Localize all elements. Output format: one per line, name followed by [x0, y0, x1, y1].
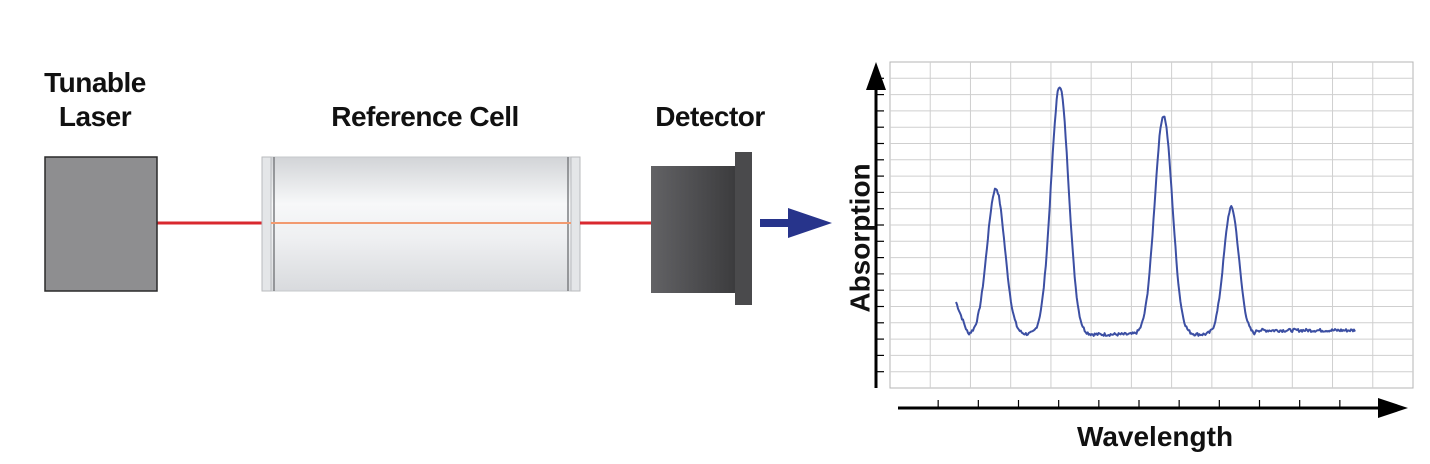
tunable-laser-label-line2: Laser [58, 101, 132, 132]
signal-arrow-head [788, 208, 832, 238]
tunable-laser [44, 156, 158, 292]
detector [651, 152, 752, 305]
plot-grid [890, 62, 1413, 388]
reference-cell [261, 156, 581, 292]
detector-plate [735, 152, 752, 305]
tunable-laser-label-line1: Tunable [44, 67, 146, 98]
x-axis-arrowhead [1378, 398, 1408, 418]
y-axis-label: Absorption [844, 163, 875, 312]
absorption-spectrum-line [955, 86, 1356, 337]
spectrum-plot: Absorption Wavelength [844, 61, 1414, 452]
reference-cell-right-window [570, 156, 581, 292]
detector-body [651, 166, 735, 293]
x-axis-label: Wavelength [1077, 421, 1233, 452]
signal-arrow [760, 208, 832, 238]
reference-cell-left-window [261, 156, 272, 292]
signal-arrow-shaft [760, 219, 790, 227]
detector-label: Detector [655, 101, 765, 132]
y-axis-arrowhead [866, 62, 886, 90]
reference-cell-label: Reference Cell [331, 101, 519, 132]
tunable-laser-label: Tunable Laser [20, 66, 170, 134]
